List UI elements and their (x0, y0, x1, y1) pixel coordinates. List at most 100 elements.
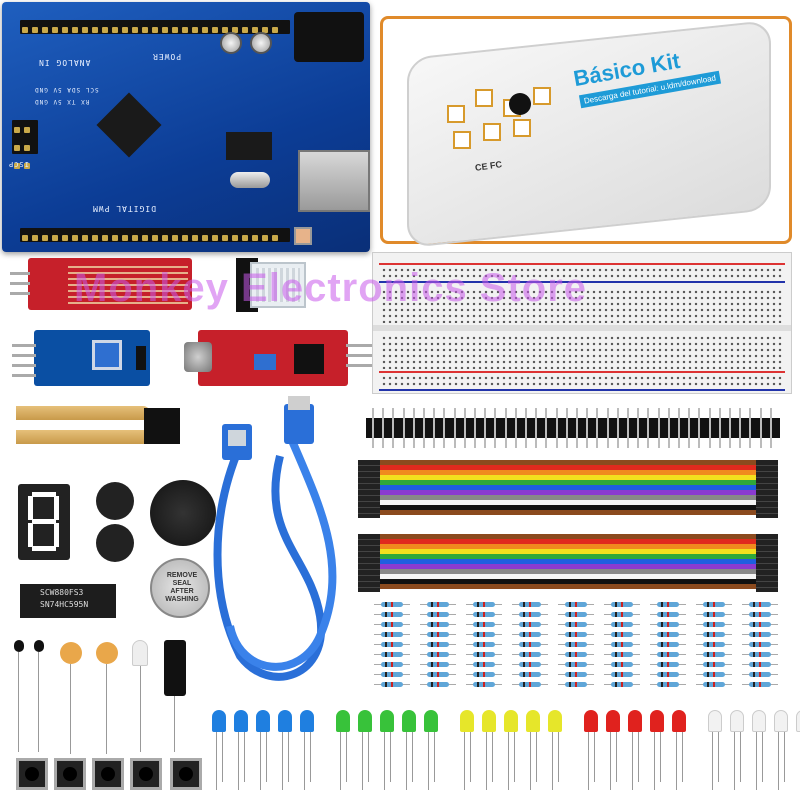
component-thumb (483, 123, 501, 141)
led (358, 710, 372, 732)
led (402, 710, 416, 732)
soil-moisture-sensor (16, 404, 180, 448)
resistor (473, 612, 495, 617)
watermark: Monkey Electronics Store (74, 266, 588, 310)
led (752, 710, 766, 732)
resistor (657, 602, 679, 607)
resistor (381, 602, 403, 607)
resistor (611, 602, 633, 607)
pin-header (366, 408, 780, 448)
led (774, 710, 788, 732)
thermistor (14, 640, 24, 652)
silk-tx-rx: RX TX 5V GND (34, 98, 90, 105)
resistor (427, 662, 449, 667)
resistor (611, 672, 633, 677)
resistor (657, 622, 679, 627)
resistor (565, 602, 587, 607)
usb-b-port (298, 150, 370, 212)
resistor (749, 632, 771, 637)
resistor (565, 682, 587, 687)
component-thumb (533, 87, 551, 105)
push-button-icon (130, 758, 162, 790)
resistor (703, 672, 725, 677)
resistor (703, 642, 725, 647)
trimmer-potentiometer (96, 482, 134, 520)
resistor (473, 672, 495, 677)
resistor (519, 672, 541, 677)
digital-header (20, 20, 290, 34)
led (256, 710, 270, 732)
arduino-board-icon: ANALOG IN POWER DIGITAL PWM ISCP SCL SDA… (2, 2, 370, 252)
dht-sensor (250, 262, 306, 308)
resistor (381, 622, 403, 627)
reset-button (294, 227, 312, 245)
resistor (611, 652, 633, 657)
resistor (473, 632, 495, 637)
power-header (20, 228, 290, 242)
led (278, 710, 292, 732)
resistor (381, 682, 403, 687)
silk-analog-in: ANALOG IN (38, 58, 91, 67)
resistor (565, 672, 587, 677)
led (628, 710, 642, 732)
resistor (703, 682, 725, 687)
ir-obstacle-sensor (12, 330, 150, 386)
resistor (749, 612, 771, 617)
resistor (703, 622, 725, 627)
crystal-oscillator (230, 172, 270, 188)
resistor-icon: (function(){ const host=document.current… (366, 600, 780, 692)
silk-digital: DIGITAL PWM (92, 204, 156, 213)
push-button-icon (16, 758, 48, 790)
resistor (381, 632, 403, 637)
thermistor (34, 640, 44, 652)
resistor (427, 612, 449, 617)
led (584, 710, 598, 732)
capacitor (220, 32, 242, 54)
silk-pins: SCL SDA 5V GND (34, 86, 99, 93)
led (708, 710, 722, 732)
resistor (519, 652, 541, 657)
resistor (703, 652, 725, 657)
photoresistor (60, 642, 82, 664)
resistor (611, 642, 633, 647)
icsp-header (12, 120, 38, 169)
water-level-sensor (10, 258, 192, 310)
resistor (657, 652, 679, 657)
resistor (657, 672, 679, 677)
resistor (657, 612, 679, 617)
resistor (657, 682, 679, 687)
resistor (519, 602, 541, 607)
led (796, 710, 800, 732)
push-button-icon (54, 758, 86, 790)
resistor (703, 662, 725, 667)
shift-register-ic: SCW880FS3 SN74HC595N (20, 584, 116, 618)
led (650, 710, 664, 732)
resistor (473, 622, 495, 627)
resistor (703, 612, 725, 617)
component-thumb (453, 131, 471, 149)
silk-power: POWER (152, 52, 182, 61)
resistor (427, 632, 449, 637)
sensor-components (14, 640, 190, 760)
resistor (611, 612, 633, 617)
resistor (519, 642, 541, 647)
resistor (749, 642, 771, 647)
usb-chip (226, 132, 272, 160)
resistor (565, 622, 587, 627)
resistor (427, 602, 449, 607)
resistor (473, 662, 495, 667)
push-button-icon (92, 758, 124, 790)
component-thumb (475, 89, 493, 107)
resistor (381, 642, 403, 647)
resistor (565, 652, 587, 657)
resistor (749, 622, 771, 627)
resistor (473, 652, 495, 657)
led (212, 710, 226, 732)
led (730, 710, 744, 732)
resistor (565, 632, 587, 637)
resistor (427, 682, 449, 687)
kit-box-photo: Básico Kit Descarga del tutorial: u.ldm/… (380, 16, 792, 249)
resistor (703, 602, 725, 607)
resistor (611, 632, 633, 637)
